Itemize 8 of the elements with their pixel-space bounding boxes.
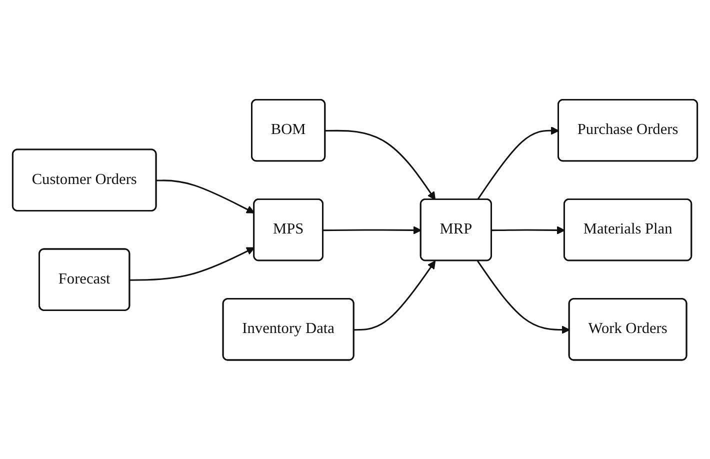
- arrow: [354, 260, 436, 330]
- arrow: [156, 179, 255, 213]
- arrow: [492, 226, 566, 234]
- arrow: [476, 126, 560, 200]
- arrow: [130, 246, 255, 280]
- arrow: [325, 130, 436, 200]
- arrow: [476, 260, 570, 334]
- arrow: [323, 226, 422, 234]
